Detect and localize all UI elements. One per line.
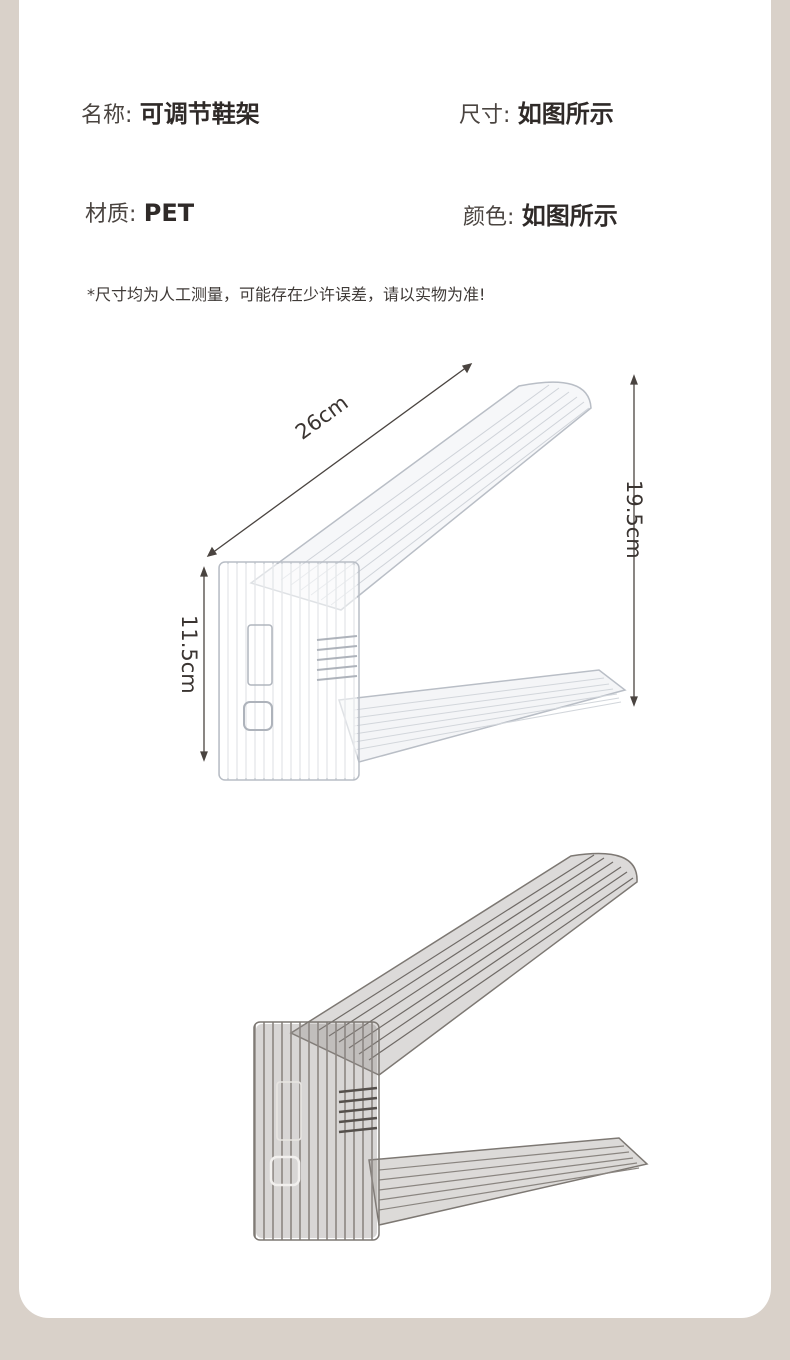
product-illustrations <box>200 363 649 1241</box>
spec-name: 名称: 可调节鞋架 <box>81 94 260 129</box>
spec-material-value: PET <box>143 199 195 227</box>
length-dimension-line <box>207 363 472 557</box>
dimension-lines <box>200 363 638 762</box>
spec-size-label: 尺寸: <box>459 103 511 128</box>
product-info-card: 名称: 可调节鞋架 尺寸: 如图所示 材质: PET 颜色: 如图所示 *尺寸均… <box>19 0 771 1318</box>
clear-shoe-rack <box>218 381 627 781</box>
spec-name-label: 名称: <box>81 103 133 128</box>
smoke-shoe-rack <box>253 852 649 1241</box>
spec-color-value: 如图所示 <box>521 202 618 230</box>
measurement-note: *尺寸均为人工测量，可能存在少许误差，请以实物为准! <box>87 285 486 304</box>
spec-material: 材质: PET <box>85 196 194 228</box>
spec-material-label: 材质: <box>85 202 137 227</box>
low-height-dimension-label: 11.5cm <box>177 615 201 694</box>
total-height-dimension-label: 19.5cm <box>622 480 646 559</box>
spec-color-label: 颜色: <box>463 205 515 230</box>
spec-size-value: 如图所示 <box>517 100 614 128</box>
spec-size: 尺寸: 如图所示 <box>459 94 614 129</box>
spec-color: 颜色: 如图所示 <box>463 196 618 231</box>
spec-name-value: 可调节鞋架 <box>139 100 260 128</box>
